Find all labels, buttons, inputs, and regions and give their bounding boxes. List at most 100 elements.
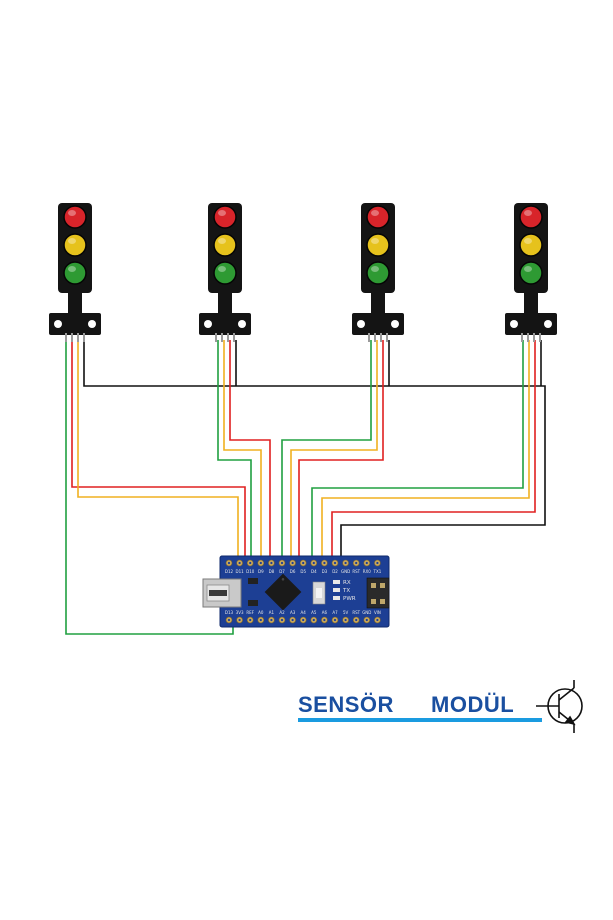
top-pin-label: RX0 <box>363 569 372 574</box>
bottom-pin: GND <box>362 610 371 624</box>
lamp-highlight <box>218 238 226 244</box>
top-pin: D7 <box>278 559 286 574</box>
light4-green-wire <box>311 340 524 560</box>
traffic-light-1 <box>49 203 101 342</box>
bottom-pin: A4 <box>299 610 307 624</box>
bottom-pin-label: VIN <box>374 610 381 615</box>
header-pin <box>374 333 376 342</box>
traffic-light-3 <box>352 203 404 342</box>
bottom-pin: A6 <box>321 610 328 624</box>
top-pin: RST <box>352 559 361 574</box>
lamp-highlight <box>68 210 76 216</box>
top-pin-label: RST <box>352 569 360 574</box>
top-pin-label: D7 <box>279 569 285 574</box>
header-pin <box>527 333 529 342</box>
red-lamp-icon <box>519 205 543 229</box>
lamp-highlight <box>524 238 532 244</box>
top-pin-label: D9 <box>258 569 264 574</box>
lamp-highlight <box>218 266 226 272</box>
top-pin-label: D8 <box>269 569 275 574</box>
bottom-pin-label: A3 <box>290 610 296 615</box>
yellow-lamp-icon <box>366 233 390 257</box>
mount-hole <box>510 320 518 328</box>
bottom-pin: RST <box>352 610 361 624</box>
microcontroller-chip-icon <box>264 573 302 611</box>
board-pcb <box>219 555 390 628</box>
light3-green-wire <box>281 340 372 560</box>
header-pin <box>83 333 85 342</box>
mount-hole <box>54 320 62 328</box>
header-pin <box>77 333 79 342</box>
top-pin-label: D4 <box>311 569 317 574</box>
top-pin: D11 <box>236 559 244 574</box>
bottom-pin-label: 3V3 <box>236 610 244 615</box>
light2-green-wire <box>217 340 252 560</box>
light1-green-wire <box>65 340 234 635</box>
top-pin: D12 <box>225 559 234 574</box>
top-pin: D2 <box>331 559 339 574</box>
yellow-lamp-icon <box>213 233 237 257</box>
light4-yellow-wire <box>321 340 530 560</box>
lamp-highlight <box>68 238 76 244</box>
bottom-pin-label: A2 <box>279 610 285 615</box>
bottom-pin: A5 <box>310 610 318 624</box>
header-pin <box>521 333 523 342</box>
lamp-highlight <box>371 210 379 216</box>
led-icon <box>333 588 340 592</box>
mount-hole <box>238 320 246 328</box>
top-pin-label: D2 <box>332 569 338 574</box>
header-pin <box>215 333 217 342</box>
top-pin: D4 <box>310 559 318 574</box>
header-pin <box>221 333 223 342</box>
red-lamp-icon <box>213 205 237 229</box>
brand-underline <box>298 718 542 722</box>
green-lamp-icon <box>366 261 390 285</box>
bottom-pin-label: A0 <box>258 610 264 615</box>
header-pin <box>368 333 370 342</box>
light2-yellow-wire <box>223 340 262 560</box>
header-pin <box>227 333 229 342</box>
top-pin: RX0 <box>363 559 372 574</box>
header-pin <box>386 333 388 342</box>
status-leds: RX TX PWR <box>333 580 356 602</box>
light2-red-wire <box>229 340 271 560</box>
bottom-pin: A1 <box>268 610 275 624</box>
led-icon <box>333 596 340 600</box>
green-lamp-icon <box>519 261 543 285</box>
bottom-pin: A7 <box>331 610 339 624</box>
sensor-modul-logo: SENSÖR MODÜL <box>298 680 583 733</box>
led-icon <box>333 580 340 584</box>
usb-connector-icon <box>202 578 242 608</box>
header-pin <box>65 333 67 342</box>
bottom-pin: A0 <box>257 610 265 624</box>
lamp-highlight <box>524 266 532 272</box>
yellow-lamp-icon <box>519 233 543 257</box>
wires <box>65 340 546 635</box>
brand-word-1: SENSÖR <box>298 692 394 717</box>
green-lamp-icon <box>213 261 237 285</box>
bottom-pin-label: A6 <box>322 610 328 615</box>
light1-red-wire <box>71 340 246 560</box>
lamp-highlight <box>371 266 379 272</box>
top-pin: TX1 <box>373 559 382 574</box>
bottom-pin: 3V3 <box>236 610 244 624</box>
mount-hole <box>357 320 365 328</box>
yellow-lamp-icon <box>63 233 87 257</box>
bottom-pin: 5V <box>342 610 349 624</box>
top-pin: D8 <box>268 559 275 574</box>
bottom-pin-label: REF <box>246 610 254 615</box>
status-led: PWR <box>333 596 356 602</box>
bottom-pin-label: RST <box>352 610 360 615</box>
reset-button-icon <box>312 581 326 605</box>
top-pin-label: D3 <box>322 569 328 574</box>
top-pin: GND <box>341 559 350 574</box>
lamp-highlight <box>524 210 532 216</box>
icsp-header <box>366 577 390 609</box>
bottom-pin-label: A4 <box>301 610 307 615</box>
led-label: RX <box>343 580 351 586</box>
status-led: TX <box>333 588 350 594</box>
top-pin-label: TX1 <box>373 569 382 574</box>
